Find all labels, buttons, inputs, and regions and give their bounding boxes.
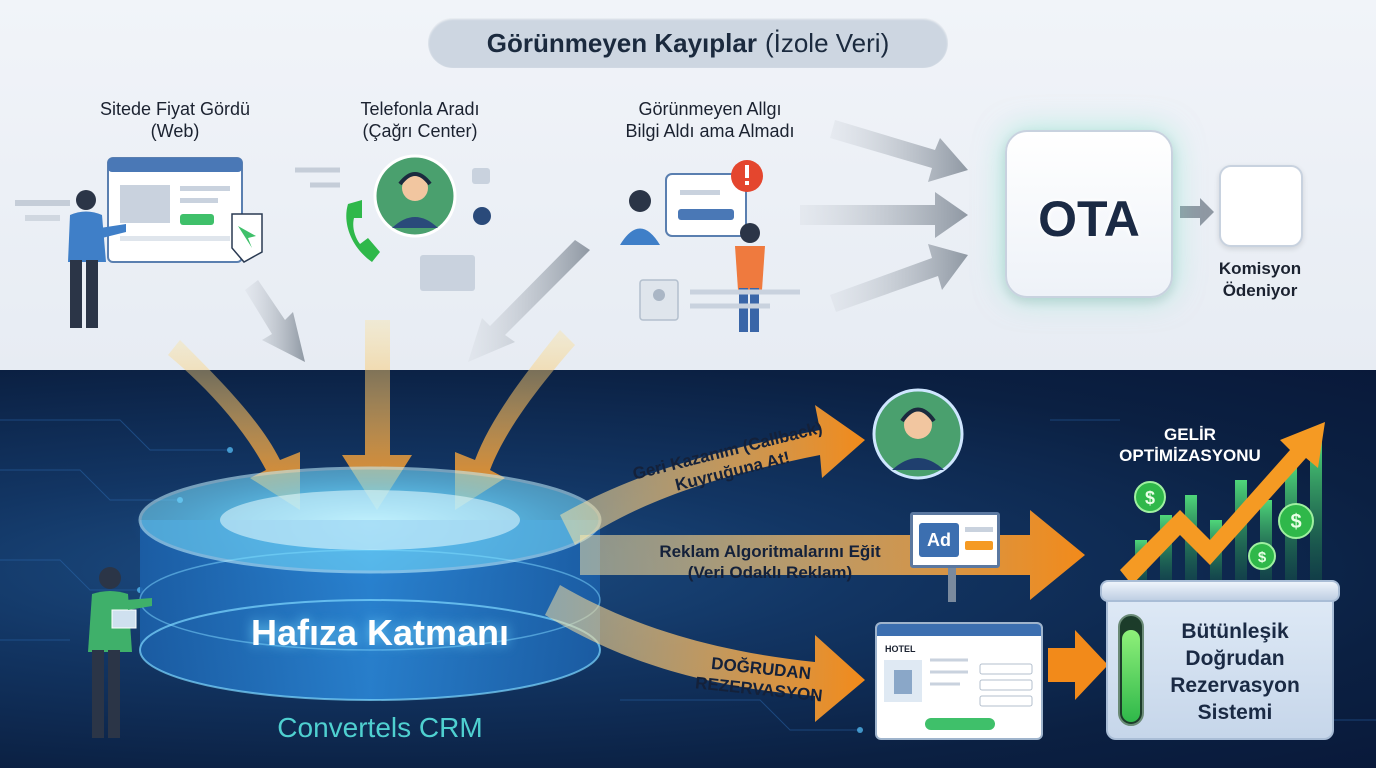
hotel-card-header	[877, 624, 1041, 636]
source-call-line1: Telefonla Aradı	[360, 99, 480, 119]
ads-line2: (Veri Odaklı Reklam)	[687, 563, 853, 582]
person-icon	[735, 223, 765, 332]
hotel-booking-card: HOTEL	[875, 622, 1043, 740]
source-web-label: Sitede Fiyat Gördü (Web)	[60, 98, 290, 142]
crm-product-label: Convertels CRM	[277, 712, 483, 743]
ads-flow-label: Reklam Algoritmalarını Eğit (Veri Odaklı…	[640, 541, 900, 583]
ota-box	[1005, 130, 1173, 298]
ad-billboard: Ad	[910, 512, 1000, 568]
booking-system-lid	[1100, 580, 1340, 602]
system-line4: Sistemi	[1197, 701, 1273, 724]
headset-agent-icon	[872, 388, 964, 480]
ad-cta	[965, 541, 993, 550]
orange-right-arrows	[545, 405, 1108, 722]
source-call-line2: (Çağrı Center)	[362, 121, 478, 141]
source-call-label: Telefonla Aradı (Çağrı Center)	[310, 98, 530, 142]
system-line1: Bütünleşik	[1181, 620, 1289, 643]
crm-user-illustration	[88, 567, 152, 738]
revenue-optimization-label: GELİR OPTİMİZASYONU	[1090, 424, 1290, 466]
call-center-illustration	[346, 154, 491, 291]
person-icon	[620, 190, 660, 245]
commission-label: Komisyon Ödeniyor	[1195, 258, 1325, 302]
booking-system-label: Bütünleşik Doğrudan Rezervasyon Sistemi	[1150, 618, 1320, 726]
revenue-line1: GELİR	[1164, 425, 1216, 444]
source-web-line2: (Web)	[150, 121, 200, 141]
booking-system-box	[1106, 590, 1334, 740]
money-box	[1219, 165, 1303, 247]
web-user-illustration	[15, 157, 340, 328]
crm-layer-label: Hafıza Katmanı	[250, 612, 510, 653]
svg-text:$: $	[1290, 511, 1301, 533]
person-icon	[88, 567, 152, 738]
commission-line1: Komisyon	[1218, 259, 1302, 278]
dollar-coin-icon: $ $ $	[1134, 481, 1314, 570]
headset-agent-icon	[373, 154, 457, 238]
billboard-icon	[948, 568, 956, 602]
orange-down-arrows	[168, 320, 575, 510]
source-invisible-label: Görünmeyen Allgı Bilgi Aldı ama Almadı	[585, 98, 835, 142]
system-gauge	[1118, 614, 1144, 726]
alert-icon	[731, 160, 763, 192]
page-title: Görünmeyen Kayıplar (İzole Veri)	[428, 18, 948, 68]
hotel-card-title: HOTEL	[885, 644, 916, 654]
growth-chart: $ $ $	[1120, 422, 1325, 585]
source-invisible-line1: Görünmeyen Allgı	[638, 99, 782, 119]
ad-line	[965, 527, 993, 532]
gray-arrows	[800, 120, 968, 312]
svg-text:$: $	[1145, 488, 1155, 508]
system-gauge-fill	[1122, 630, 1140, 722]
browser-window-icon	[107, 157, 243, 263]
phone-icon	[346, 200, 380, 262]
ad-label: Ad	[919, 523, 959, 557]
svg-text:$: $	[1258, 549, 1267, 566]
title-bold: Görünmeyen Kayıplar	[486, 27, 757, 58]
system-line2: Doğrudan	[1185, 647, 1285, 670]
growth-arrow-icon	[1120, 422, 1325, 585]
commission-line2: Ödeniyor	[1222, 281, 1298, 300]
ota-label: OTA	[1038, 191, 1140, 247]
source-invisible-line2: Bilgi Aldı ama Almadı	[625, 121, 795, 141]
system-line3: Rezervasyon	[1170, 674, 1300, 697]
title-light: (İzole Veri)	[764, 27, 890, 58]
ads-line1: Reklam Algoritmalarını Eğit	[659, 542, 881, 561]
source-web-line1: Sitede Fiyat Gördü	[99, 99, 251, 119]
database-cylinder-icon	[130, 465, 610, 701]
revenue-line2: OPTİMİZASYONU	[1119, 446, 1261, 465]
invisible-lead-illustration	[620, 160, 800, 332]
person-icon	[68, 190, 126, 328]
